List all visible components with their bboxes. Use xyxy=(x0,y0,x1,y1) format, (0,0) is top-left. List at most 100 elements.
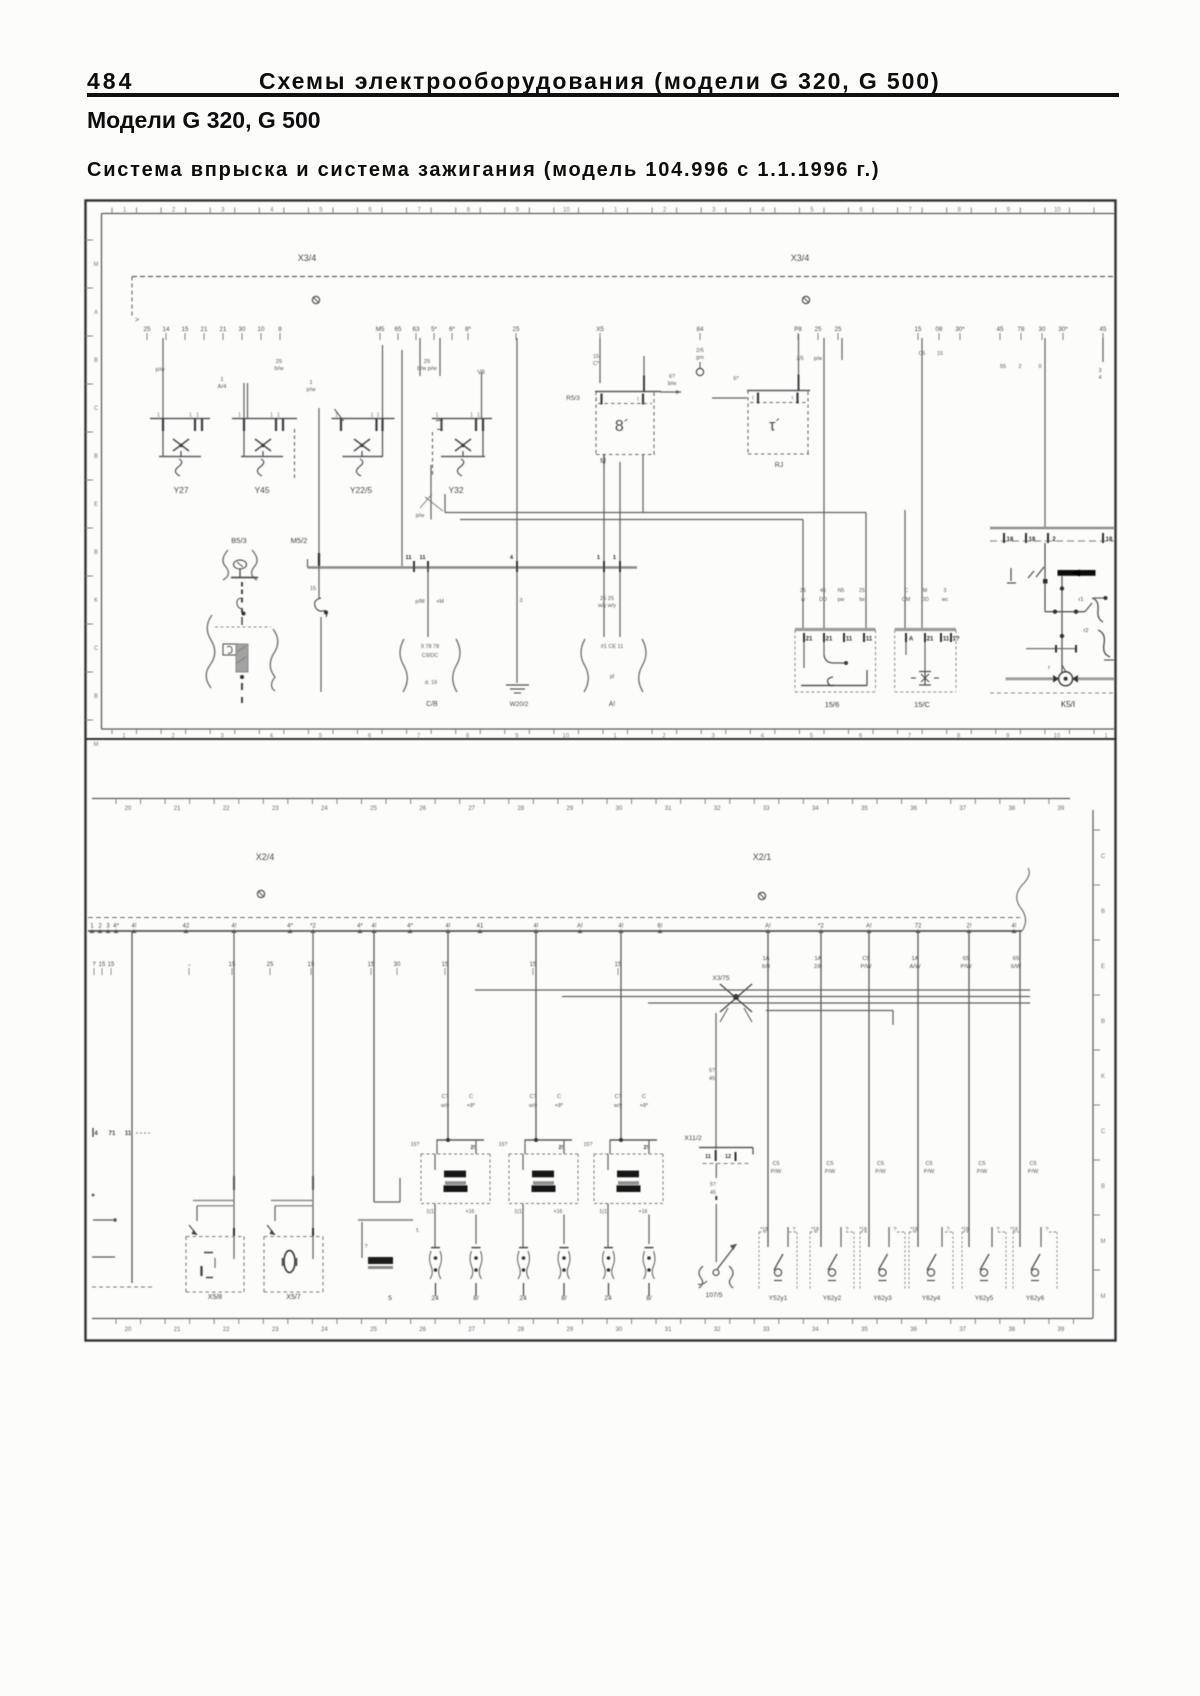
svg-text:3: 3 xyxy=(106,924,110,930)
svg-text:r2: r2 xyxy=(1084,628,1089,634)
svg-text:b/w: b/w xyxy=(668,381,677,387)
svg-text:6*: 6* xyxy=(733,376,739,382)
svg-text:42: 42 xyxy=(183,924,190,930)
svg-text:25: 25 xyxy=(370,806,377,812)
svg-text:4!: 4! xyxy=(231,924,236,930)
svg-text:C9/DC: C9/DC xyxy=(422,653,439,659)
svg-text:1: 1 xyxy=(377,413,380,419)
svg-text:38: 38 xyxy=(1008,806,1015,812)
svg-text:45: 45 xyxy=(820,588,826,594)
svg-text:5: 5 xyxy=(319,208,323,214)
svg-text:B: B xyxy=(94,550,98,556)
svg-text:25 25: 25 25 xyxy=(600,596,614,602)
svg-text:Y45: Y45 xyxy=(254,485,269,495)
svg-text:4*: 4* xyxy=(113,924,119,930)
svg-text:10: 10 xyxy=(563,208,570,214)
svg-text:w/y: w/y xyxy=(528,1103,538,1109)
svg-text:+8*: +8* xyxy=(467,1103,476,1109)
svg-text:4*: 4* xyxy=(287,924,293,930)
svg-text:w/y: w/y xyxy=(613,1103,623,1109)
svg-text:22: 22 xyxy=(223,1327,230,1333)
svg-text:22: 22 xyxy=(223,806,230,812)
svg-text:18: 18 xyxy=(1029,537,1036,543)
svg-text:RJ: RJ xyxy=(775,462,784,469)
svg-text:15: 15 xyxy=(308,962,315,968)
svg-text:6: 6 xyxy=(368,734,372,740)
svg-text:P/W: P/W xyxy=(875,1169,886,1175)
svg-text:25: 25 xyxy=(276,359,282,365)
svg-text:15: 15 xyxy=(108,962,115,968)
svg-text:6: 6 xyxy=(368,208,372,214)
svg-text:CM: CM xyxy=(902,597,910,603)
svg-text:8: 8 xyxy=(467,208,471,214)
svg-text:71: 71 xyxy=(109,1131,116,1137)
svg-text:X2/4: X2/4 xyxy=(256,852,275,862)
svg-text:A: A xyxy=(94,310,98,316)
svg-text:d. 19: d. 19 xyxy=(425,680,437,686)
svg-text:t: t xyxy=(752,396,754,402)
svg-text:B: B xyxy=(1101,1184,1105,1190)
svg-text:2/5: 2/5 xyxy=(796,356,803,362)
svg-text:+16: +16 xyxy=(466,1209,475,1215)
svg-text:P8: P8 xyxy=(794,326,802,333)
svg-text:37: 37 xyxy=(959,1327,966,1333)
svg-text:25: 25 xyxy=(815,326,822,333)
svg-text:15: 15 xyxy=(530,962,537,968)
svg-text:37: 37 xyxy=(959,806,966,812)
svg-text:27: 27 xyxy=(468,806,475,812)
svg-text:N5: N5 xyxy=(838,588,845,594)
svg-text:1: 1 xyxy=(335,413,338,419)
svg-text:1: 1 xyxy=(613,555,616,561)
svg-text:31: 31 xyxy=(665,806,672,812)
svg-text:X2/1: X2/1 xyxy=(753,852,772,862)
svg-text:4!: 4! xyxy=(1011,924,1016,930)
svg-text:30*: 30* xyxy=(1058,326,1068,333)
svg-text:25: 25 xyxy=(513,326,520,333)
svg-text:24: 24 xyxy=(431,1295,439,1302)
svg-text:1A: 1A xyxy=(814,956,821,962)
svg-text:14: 14 xyxy=(163,326,170,333)
svg-text:C: C xyxy=(1101,1129,1106,1135)
svg-text:107/5: 107/5 xyxy=(705,1292,722,1299)
svg-text:C: C xyxy=(904,588,908,594)
svg-text:1: 1 xyxy=(220,377,223,383)
svg-text:pw: pw xyxy=(838,597,845,603)
svg-text:8´: 8´ xyxy=(615,418,629,435)
svg-text:A/W: A/W xyxy=(910,964,921,970)
svg-text:1: 1 xyxy=(270,413,273,419)
svg-text:6!: 6! xyxy=(657,924,662,930)
svg-text:11: 11 xyxy=(846,637,853,643)
svg-text:X5/7: X5/7 xyxy=(286,1294,301,1301)
svg-text:B: B xyxy=(94,694,98,700)
svg-text:Y52y1: Y52y1 xyxy=(769,1295,788,1302)
svg-text:r1: r1 xyxy=(1079,597,1084,603)
svg-text:15/6: 15/6 xyxy=(825,700,840,709)
svg-text:30: 30 xyxy=(616,806,623,812)
svg-text:DD: DD xyxy=(819,597,827,603)
svg-text:9: 9 xyxy=(1007,208,1011,214)
svg-text:*18: *18 xyxy=(961,1227,969,1233)
svg-text:M5/2: M5/2 xyxy=(291,536,308,545)
svg-text:4!: 4! xyxy=(533,924,538,930)
svg-text:*2: *2 xyxy=(818,924,824,930)
svg-text:41: 41 xyxy=(477,924,484,930)
svg-text:32: 32 xyxy=(714,806,721,812)
svg-text:A: A xyxy=(909,637,914,643)
svg-text:12: 12 xyxy=(725,1154,731,1160)
svg-text:E: E xyxy=(94,502,98,508)
svg-text:Y32: Y32 xyxy=(448,485,463,495)
svg-text:9: 9 xyxy=(516,208,520,214)
svg-text:?: ? xyxy=(92,962,96,968)
svg-text:P/W: P/W xyxy=(961,964,972,970)
svg-text:1: 1 xyxy=(309,380,312,386)
svg-text:1: 1 xyxy=(1104,734,1108,740)
svg-text:K5/I: K5/I xyxy=(1061,700,1075,709)
svg-text:C: C xyxy=(557,1094,561,1100)
svg-text:26: 26 xyxy=(419,806,426,812)
svg-text:tw: tw xyxy=(859,597,864,603)
svg-text:A!: A! xyxy=(866,924,872,930)
svg-text:5*: 5* xyxy=(431,326,437,333)
svg-text:p/M: p/M xyxy=(415,599,425,605)
svg-text:45: 45 xyxy=(1100,326,1107,333)
svg-text:10: 10 xyxy=(258,326,265,333)
